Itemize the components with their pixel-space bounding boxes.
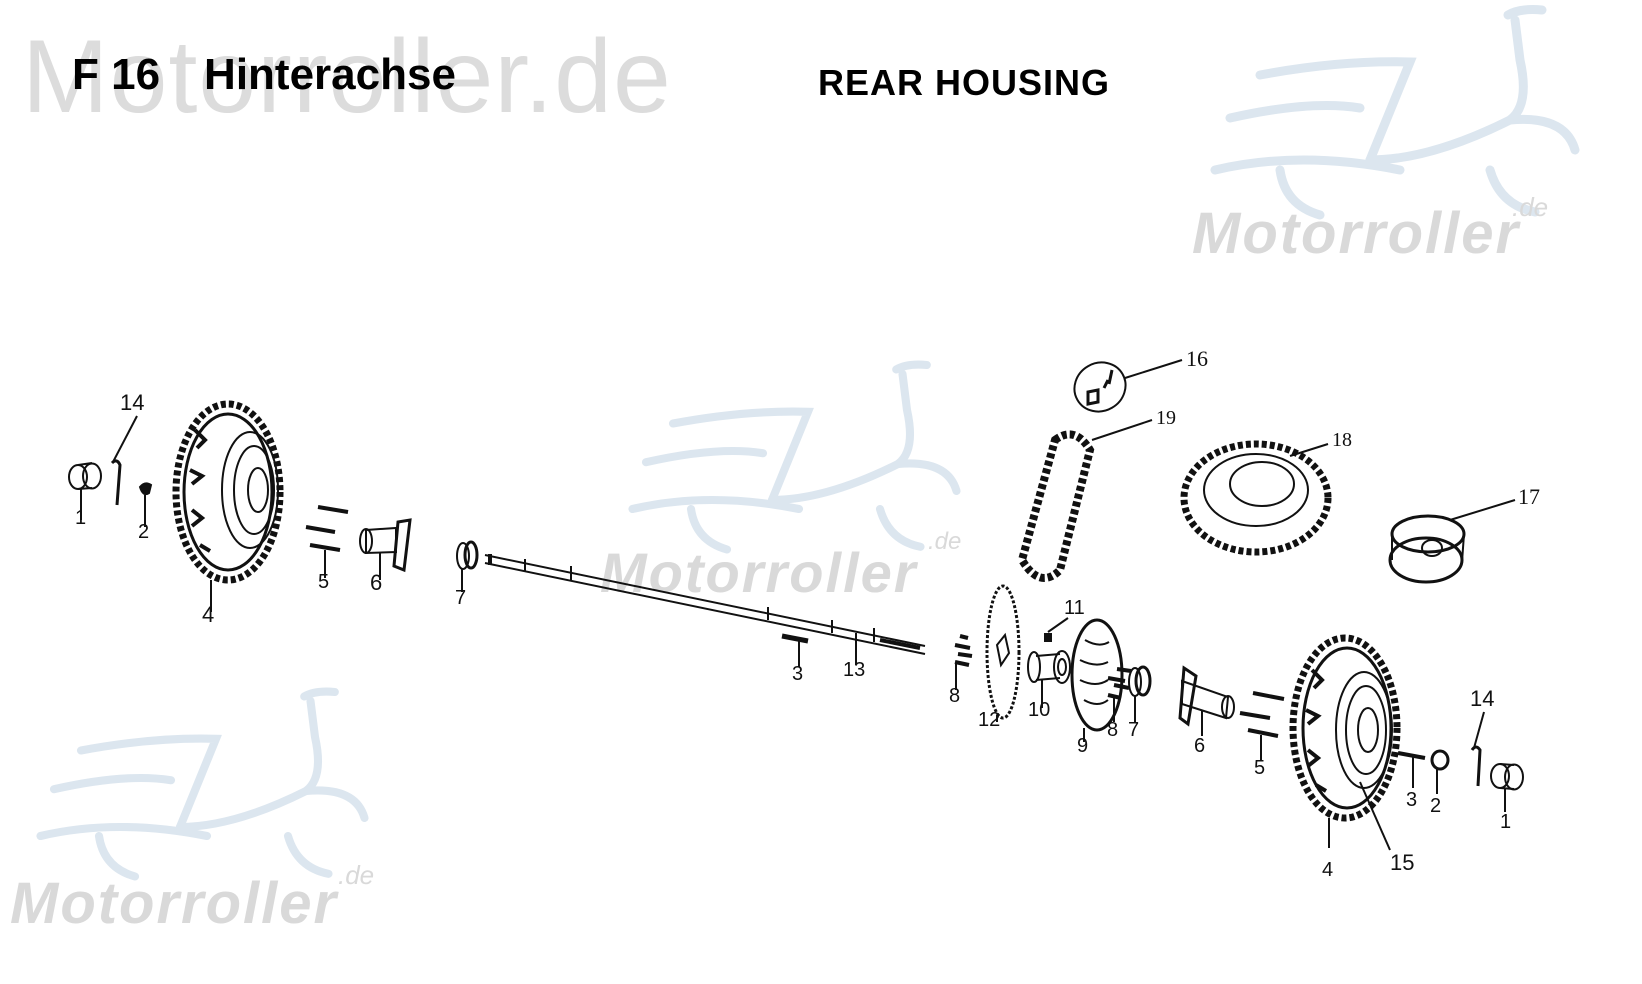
part-9-brake-disc: [1070, 618, 1124, 742]
page-title-english: REAR HOUSING: [818, 62, 1111, 103]
callout-2-right: 2: [1430, 795, 1442, 817]
callout-8-right: 8: [1107, 719, 1119, 741]
watermark-brand-center: Motorroller: [600, 541, 918, 604]
callout-16: 16: [1186, 346, 1208, 371]
part-7-bearing-left: [456, 540, 479, 592]
callout-4-right: 4: [1322, 859, 1334, 881]
part-12-rear-sprocket: [985, 584, 1021, 722]
callout-12: 12: [978, 709, 1001, 731]
callout-4-left: 4: [202, 602, 215, 627]
part-8-bolts-left: [954, 634, 973, 690]
scooter-logo-watermark-bottom-left: [36, 687, 369, 881]
page-title-german: F 16 Hinterachse: [72, 50, 456, 100]
part-4-rear-wheel-right: [1289, 634, 1401, 851]
part-1-wheel-cap-right: [1490, 763, 1524, 812]
part-2-castle-nut-left: [138, 482, 153, 527]
part-14-cotter-pin-right: [1470, 711, 1485, 787]
part-7-bearing-right: [1128, 665, 1152, 722]
part-1-wheel-cap-left: [68, 462, 102, 520]
callout-3-right: 3: [1406, 789, 1418, 811]
part-4-rear-wheel-left: [172, 400, 284, 612]
callout-13: 13: [843, 659, 866, 681]
watermark-brand-suffix-bottom-left: .de: [338, 860, 375, 890]
part-8-bolts-right: [1107, 667, 1132, 722]
watermark-brand-bottom-left: Motorroller: [10, 871, 339, 936]
part-6-hub-flange-left: [359, 518, 412, 580]
watermark-text-top: Motorroller.de: [22, 19, 672, 135]
part-10-sprocket-hub: [1027, 650, 1071, 708]
part-13-rear-axle-shaft: [484, 554, 926, 665]
callout-7-right: 7: [1128, 719, 1140, 741]
callout-10: 10: [1028, 699, 1051, 721]
callout-9: 9: [1077, 735, 1089, 757]
scooter-logo-watermark-top-right: [1210, 5, 1580, 220]
callout-6-left: 6: [370, 570, 383, 595]
part-14-cotter-pin-left: [110, 415, 138, 506]
callout-8-left: 8: [949, 685, 961, 707]
part-3-key-center: [781, 633, 809, 667]
part-5-bolts-right: [1239, 691, 1285, 760]
callout-1-right: 1: [1500, 811, 1512, 833]
callout-1-left: 1: [75, 507, 87, 529]
callout-5-right: 5: [1254, 757, 1266, 779]
part-3-key-right: [1397, 751, 1426, 788]
callout-6-right: 6: [1194, 735, 1206, 757]
title-german: Hinterachse: [204, 50, 456, 99]
callout-11: 11: [1064, 597, 1085, 619]
watermark-brand-suffix-top-right: .de: [1512, 192, 1549, 222]
part-19-drive-chain: [1017, 419, 1153, 582]
callout-15: 15: [1390, 850, 1415, 875]
callout-19: 19: [1156, 407, 1176, 429]
figure-code: F 16: [72, 50, 161, 99]
callout-2-left: 2: [138, 521, 150, 543]
scooter-logo-watermark-center: [628, 360, 961, 554]
callout-3-center: 3: [792, 663, 804, 685]
part-5-bolts-left: [305, 505, 349, 578]
callout-14-left: 14: [120, 390, 145, 415]
part-6-hub-flange-right: [1178, 665, 1235, 736]
part-17-rim: [1388, 499, 1516, 584]
callout-7-left: 7: [455, 587, 467, 609]
part-2-castle-nut-right: [1430, 749, 1450, 794]
watermark-brand-suffix-center: .de: [928, 528, 962, 555]
part-18-tire: [1180, 440, 1332, 556]
callout-5-left: 5: [318, 571, 330, 593]
watermark-brand-top-right: Motorroller: [1192, 201, 1521, 266]
callout-17: 17: [1518, 484, 1540, 509]
part-11-screw: [1044, 617, 1069, 642]
part-16-chain-master-link: [1073, 359, 1183, 413]
callout-14-right: 14: [1470, 686, 1495, 711]
callout-18: 18: [1332, 429, 1352, 451]
